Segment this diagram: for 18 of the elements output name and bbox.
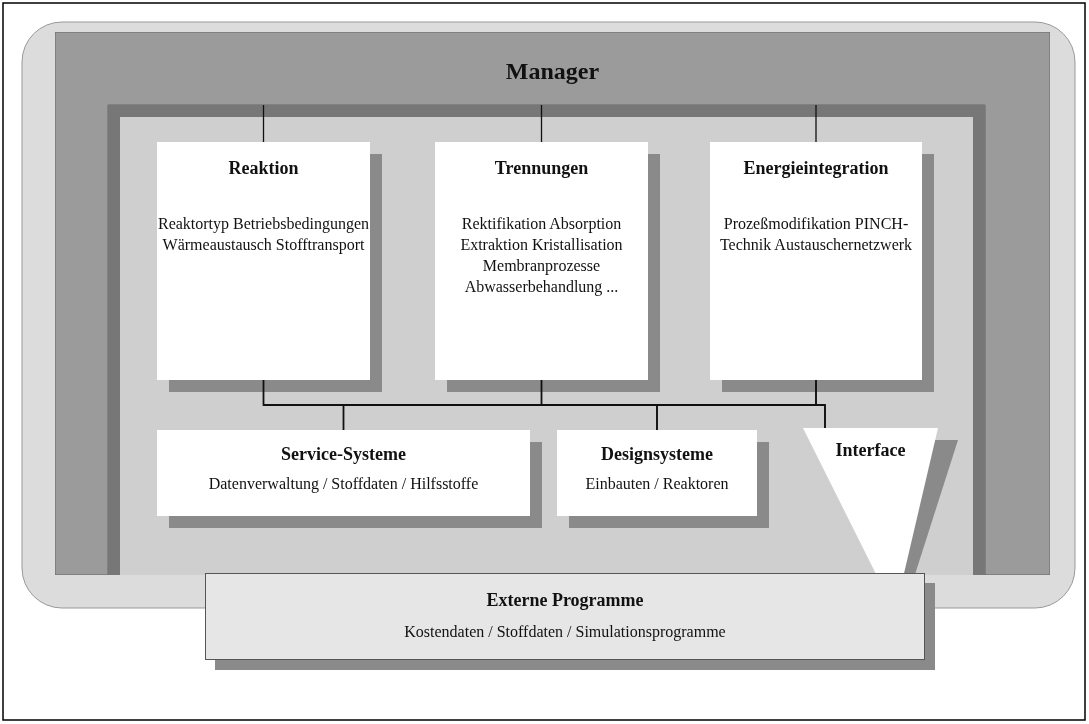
node-text: Einbauten / Reaktoren xyxy=(585,474,729,494)
node-title: Interface xyxy=(835,440,906,461)
connector-line xyxy=(815,104,817,143)
node-title: Designsysteme xyxy=(601,444,713,465)
node-text: Reaktortyp Betriebsbedingungen Wärmeaustausch Stofftransport xyxy=(157,214,370,255)
node-title: Reaktion xyxy=(228,158,299,179)
node-text: Datenverwaltung / Stoffdaten / Hilfsstoffe xyxy=(208,474,479,494)
node-title: Trennungen xyxy=(494,158,589,179)
node-text: Prozeßmodifikation PINCH-Technik Austauschernetzwerk xyxy=(718,214,914,255)
node-title: Externe Programme xyxy=(486,590,644,611)
connector-line xyxy=(815,379,826,429)
node-text: Kostendaten / Stoffdaten / Simulationsprogramme xyxy=(404,622,726,642)
node-title: Service-Systeme xyxy=(281,444,406,465)
node-title: Manager xyxy=(505,58,600,85)
connector-line xyxy=(262,104,265,143)
node-text: Rektifikation Absorption Extraktion Kristallisation Membranprozesse Abwasserbehandlung ... xyxy=(459,214,624,297)
connector-line xyxy=(540,104,543,143)
node-title: Energieintegration xyxy=(743,158,889,179)
